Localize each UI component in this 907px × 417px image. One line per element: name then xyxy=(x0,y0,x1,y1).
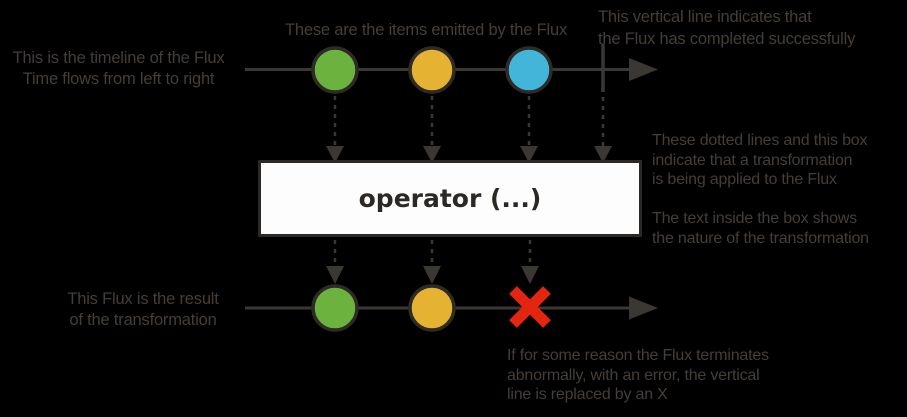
source-timeline-arrowhead-icon xyxy=(629,58,658,81)
annotation-timeline: This is the timeline of the Flux Time fl… xyxy=(12,49,225,88)
result-marble-yellow xyxy=(408,284,456,332)
operator-box: operator (...) xyxy=(258,160,642,237)
emission-arrowhead-icon-1 xyxy=(326,146,344,163)
result-arrowhead-icon-1 xyxy=(326,266,344,284)
result-arrowhead-icon-3 xyxy=(521,266,539,284)
source-marble-blue xyxy=(505,46,553,94)
result-timeline-arrowhead-icon xyxy=(629,296,658,320)
source-marble-yellow xyxy=(408,46,456,94)
annotation-box-text: The text inside the box shows the nature… xyxy=(652,210,869,247)
error-x-icon xyxy=(509,286,551,328)
emission-arrowhead-icon-2 xyxy=(423,146,441,163)
emission-arrowhead-icon-3 xyxy=(520,146,538,163)
annotation-transformation: These dotted lines and this box indicate… xyxy=(652,132,868,188)
complete-arrowhead-icon xyxy=(594,146,612,163)
annotation-complete-line: This vertical line indicates that the Fl… xyxy=(598,8,856,48)
annotation-items-emitted: These are the items emitted by the Flux xyxy=(285,21,567,39)
annotation-result-flux: This Flux is the result of the transform… xyxy=(67,290,219,329)
result-arrowhead-icon-2 xyxy=(423,266,441,284)
source-marble-green xyxy=(311,46,359,94)
result-marble-green xyxy=(311,284,359,332)
operator-label: operator (...) xyxy=(358,184,542,213)
annotation-error-x: If for some reason the Flux terminates a… xyxy=(507,347,769,403)
